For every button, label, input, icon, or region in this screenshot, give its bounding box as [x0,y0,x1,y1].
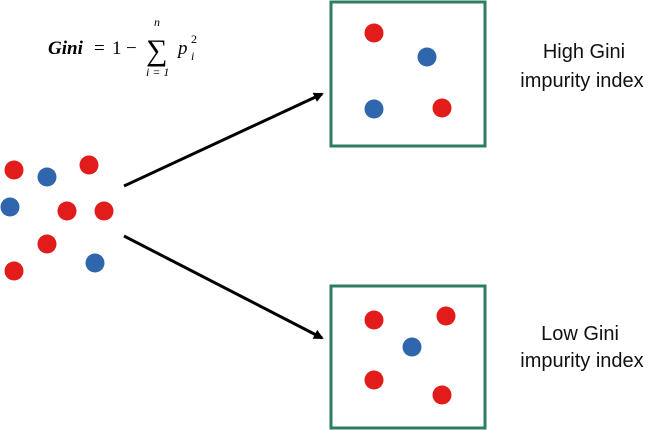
formula-upper-limit: n [154,15,160,29]
red-dot [436,306,456,326]
formula-equals: = [94,38,105,59]
red-dot [4,160,24,180]
red-dot [37,234,57,254]
low-caption-line2: impurity index [520,350,643,372]
blue-dot [37,167,57,187]
high-box-dot-group [364,23,452,119]
blue-dot [364,99,384,119]
formula-variable: p [176,38,188,59]
formula-subscript: i [191,49,194,63]
red-dot [432,385,452,405]
blue-dot [417,47,437,67]
arrow-to-high-box [123,92,324,188]
red-dot [57,201,77,221]
red-dot [432,98,452,118]
formula-sum-symbol: ∑ [146,34,167,67]
low-caption-line1: Low Gini [541,323,619,345]
low-gini-box [329,284,487,430]
formula-lower-limit: i = 1 [146,65,169,79]
formula-minus: − [126,38,137,59]
gini-formula: Gini = 1 − ∑ n i = 1 p i 2 [48,15,197,79]
low-box-dot-group [364,306,456,405]
formula-lhs: Gini [48,38,84,59]
source-dot-group [0,155,114,281]
red-dot [4,261,24,281]
blue-dot [85,253,105,273]
red-dot [94,201,114,221]
high-caption-line2: impurity index [520,70,643,92]
formula-superscript: 2 [191,32,197,46]
high-gini-box [329,0,487,148]
formula-one: 1 [112,38,122,59]
arrow-to-low-box [123,234,324,340]
red-dot [364,370,384,390]
red-dot [79,155,99,175]
high-caption-line1: High Gini [543,41,625,63]
blue-dot [0,197,20,217]
red-dot [364,310,384,330]
blue-dot [402,337,422,357]
red-dot [364,23,384,43]
